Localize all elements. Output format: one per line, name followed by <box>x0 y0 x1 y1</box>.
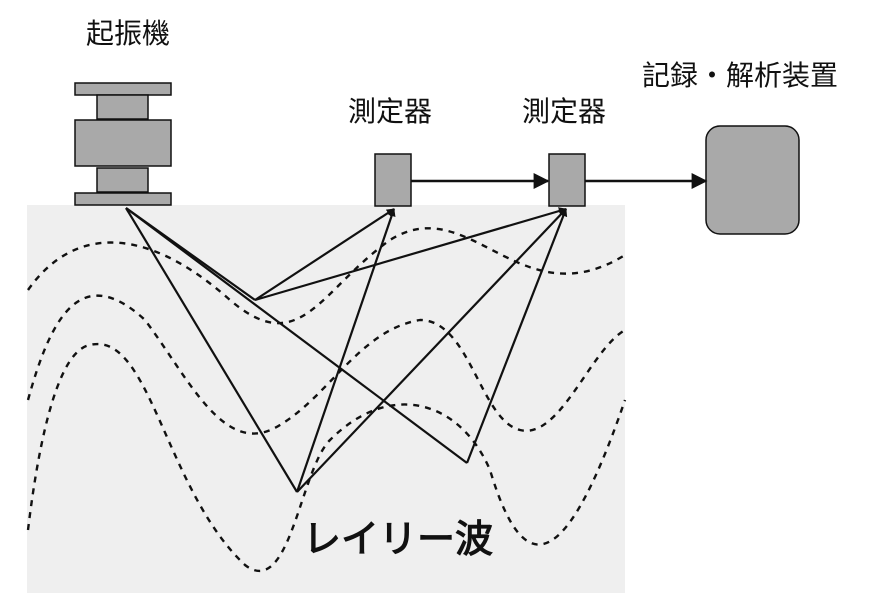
wave-line-2 <box>26 294 626 435</box>
label-sensor-2: 測定器 <box>522 95 607 128</box>
vibrator-device <box>74 82 172 206</box>
wave-lines <box>26 227 627 573</box>
label-recorder: 記録・解析装置 <box>642 59 839 92</box>
label-rayleigh-wave: レイリー波 <box>303 517 494 561</box>
label-sensor-1: 測定器 <box>348 95 433 128</box>
ground-area <box>27 205 625 593</box>
sensor-2-box <box>548 153 586 207</box>
ray-paths <box>125 207 568 493</box>
label-vibrator: 起振機 <box>86 17 171 50</box>
sensor-1-box <box>374 153 412 207</box>
wave-line-1 <box>27 227 626 325</box>
recorder-box <box>705 125 800 235</box>
